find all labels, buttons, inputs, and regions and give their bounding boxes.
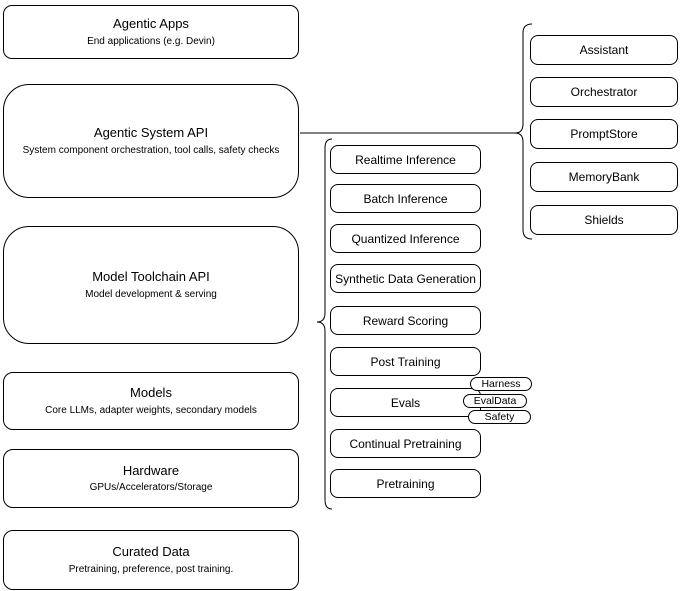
layer-title: Agentic System API — [93, 125, 209, 141]
pill-label: EvalData — [473, 394, 517, 407]
toolchain-node-quantized-inference: Quantized Inference — [330, 224, 481, 253]
toolchain-node-batch-inference: Batch Inference — [330, 184, 481, 213]
node-label: Continual Pretraining — [349, 436, 462, 451]
component-node-orchestrator: Orchestrator — [530, 77, 678, 107]
node-label: Orchestrator — [570, 85, 638, 99]
components-brace — [514, 23, 533, 240]
component-node-assistant: Assistant — [530, 35, 678, 65]
layer-subtitle: Core LLMs, adapter weights, secondary mo… — [45, 404, 257, 416]
toolchain-brace — [316, 138, 333, 510]
layer-curated-data: Curated Data Pretraining, preference, po… — [3, 530, 299, 590]
node-label: Post Training — [370, 354, 441, 369]
toolchain-node-synthetic-data-generation: Synthetic Data Generation — [330, 264, 481, 293]
layer-model-toolchain-api: Model Toolchain API Model development & … — [3, 226, 299, 344]
node-label: Synthetic Data Generation — [335, 271, 476, 286]
toolchain-node-continual-pretraining: Continual Pretraining — [330, 429, 481, 458]
toolchain-node-reward-scoring: Reward Scoring — [330, 306, 481, 335]
component-node-shields: Shields — [530, 205, 678, 235]
component-node-memorybank: MemoryBank — [530, 162, 678, 192]
layer-subtitle: End applications (e.g. Devin) — [87, 35, 215, 47]
layer-agentic-system-api: Agentic System API System component orch… — [3, 84, 299, 198]
node-label: Pretraining — [376, 476, 435, 491]
layer-title: Hardware — [122, 462, 180, 478]
toolchain-node-post-training: Post Training — [330, 347, 481, 376]
layer-title: Models — [130, 385, 172, 401]
eval-tag-harness: Harness — [470, 377, 532, 391]
eval-tag-safety: Safety — [468, 410, 531, 424]
layer-hardware: Hardware GPUs/Accelerators/Storage — [3, 449, 299, 508]
layer-models: Models Core LLMs, adapter weights, secon… — [3, 372, 299, 430]
layer-subtitle: System component orchestration, tool cal… — [22, 144, 280, 156]
layer-agentic-apps: Agentic Apps End applications (e.g. Devi… — [3, 5, 299, 59]
pill-label: Harness — [481, 377, 521, 390]
node-label: Realtime Inference — [355, 152, 456, 167]
node-label: MemoryBank — [568, 170, 640, 184]
layer-subtitle: Model development & serving — [85, 288, 217, 300]
pill-label: Safety — [484, 410, 515, 423]
node-label: Shields — [584, 213, 624, 227]
toolchain-node-pretraining: Pretraining — [330, 469, 481, 498]
node-label: PromptStore — [570, 127, 638, 141]
layer-title: Model Toolchain API — [92, 269, 210, 285]
layer-subtitle: Pretraining, preference, post training. — [68, 563, 234, 575]
eval-tag-evaldata: EvalData — [463, 394, 527, 408]
node-label: Reward Scoring — [362, 313, 449, 328]
layer-subtitle: GPUs/Accelerators/Storage — [89, 482, 213, 494]
component-node-promptstore: PromptStore — [530, 119, 678, 149]
node-label: Quantized Inference — [351, 231, 460, 246]
toolchain-node-realtime-inference: Realtime Inference — [330, 145, 481, 174]
node-label: Evals — [390, 395, 421, 410]
node-label: Batch Inference — [363, 191, 448, 206]
node-label: Assistant — [579, 43, 629, 57]
layer-title: Agentic Apps — [113, 16, 189, 32]
toolchain-node-evals: Evals — [330, 388, 481, 417]
layer-title: Curated Data — [112, 544, 190, 560]
